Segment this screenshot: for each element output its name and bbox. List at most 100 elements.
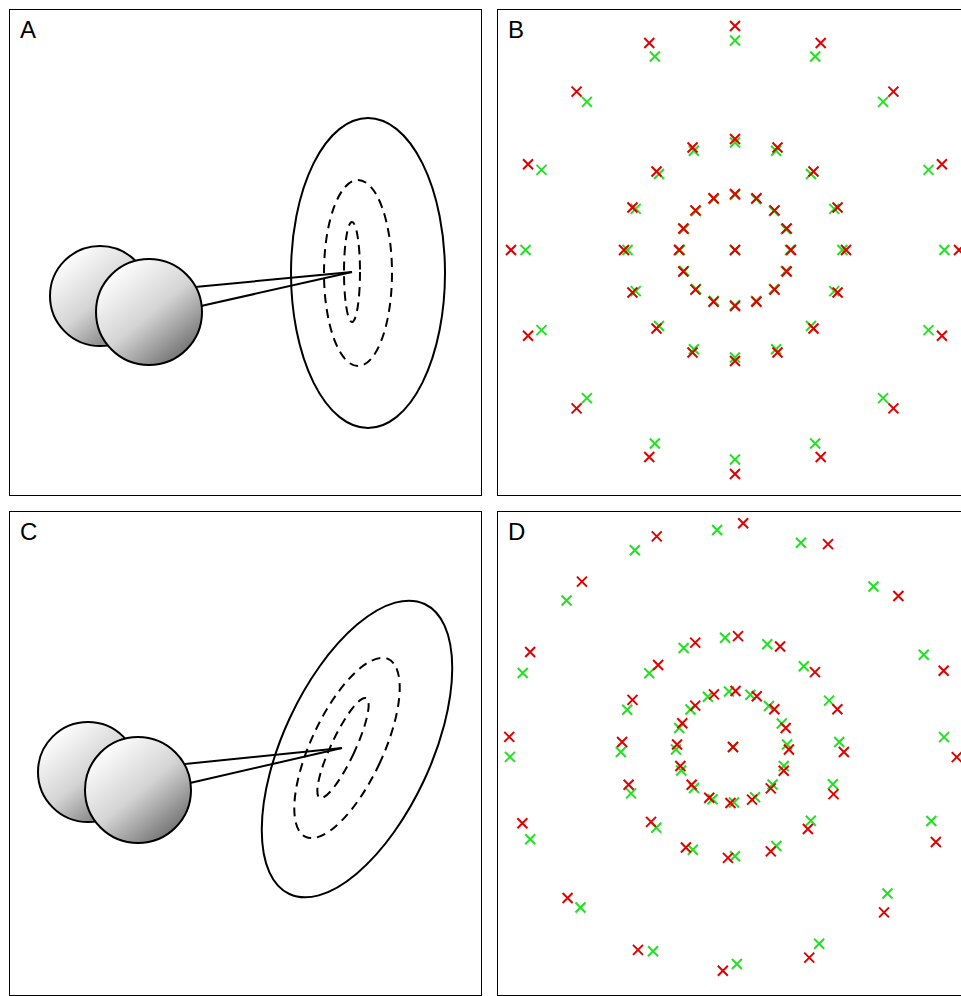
target-cross [690,638,700,648]
target-cross [939,245,949,255]
target-cross [816,452,826,462]
figure-panel: B [497,9,961,496]
source-illustration-c [38,573,492,926]
target-cross [709,297,719,307]
target-cross [650,52,660,62]
target-cross [622,705,632,715]
target-cross [675,761,685,771]
target-cross [730,851,740,861]
target-cross [730,189,740,199]
target-cross [730,36,740,46]
target-cross [888,87,898,97]
target-cross [730,469,740,479]
target-cross [709,193,719,203]
target-cross [652,167,662,177]
target-cross [652,531,662,541]
target-cross [834,737,844,747]
target-cross [616,747,626,757]
target-cross [677,718,687,728]
target-cross [752,691,762,701]
target-cross [517,818,527,828]
target-cross [738,518,748,528]
target-cross [523,331,533,341]
target-cross [762,639,772,649]
target-cross [624,780,634,790]
target-cross [730,300,740,310]
target-cross [751,194,761,204]
target-cross [781,224,791,234]
target-cross [626,788,636,798]
target-cross [869,582,879,592]
panel-letter: D [508,520,525,544]
target-cross [775,641,785,651]
target-cross [832,704,842,714]
target-cross [730,245,740,255]
target-cross [627,695,637,705]
target-cross [766,846,776,856]
target-cross [644,38,654,48]
target-cross [718,966,728,976]
target-cross [937,331,947,341]
target-cross [769,206,779,216]
target-cross [893,591,903,601]
target-cross [672,739,682,749]
target-cross [504,732,514,742]
target-cross [730,190,740,200]
target-cross [939,666,949,676]
target-cross [829,789,839,799]
target-cross [630,545,640,555]
target-cross [577,577,587,587]
target-cross [728,742,738,752]
target-cross [688,142,698,152]
target-cross [691,284,701,294]
target-cross [723,853,733,863]
target-cross [878,393,888,403]
target-cross [728,742,738,752]
target-cross [766,783,776,793]
panel-letter: B [508,18,524,42]
target-cross [679,643,689,653]
target-cross [939,732,949,742]
target-cross [732,959,742,969]
target-cross [879,907,889,917]
target-cross [833,287,843,297]
target-cross [808,167,818,177]
target-cross [521,245,531,255]
target-cross [828,779,838,789]
target-cross [772,348,782,358]
target-crosses [504,21,961,976]
target-cross [782,266,792,276]
target-cross [782,224,792,234]
target-cross [627,287,637,297]
target-cross [562,595,572,605]
target-cross [781,723,791,733]
target-cross [919,650,929,660]
figure-panel: C [9,511,482,996]
target-cross [650,438,660,448]
target-cross [690,205,700,215]
target-cross [923,325,933,335]
target-cross [770,285,780,295]
target-cross [537,325,547,335]
target-cross [725,798,735,808]
target-cross [704,793,714,803]
target-cross [691,206,701,216]
target-cross [619,245,629,255]
target-cross [810,52,820,62]
target-cross [720,633,730,643]
target-cross [674,245,684,255]
target-cross [733,631,743,641]
target-cross [888,403,898,413]
target-cross [681,843,691,853]
target-cross [730,454,740,464]
target-cross [687,780,697,790]
target-cross [523,159,533,169]
target-cross [772,142,782,152]
target-cross [648,946,658,956]
target-cross [806,816,816,826]
target-cross [730,301,740,311]
target-cross [731,686,741,696]
target-cross [810,438,820,448]
target-cross [779,766,789,776]
